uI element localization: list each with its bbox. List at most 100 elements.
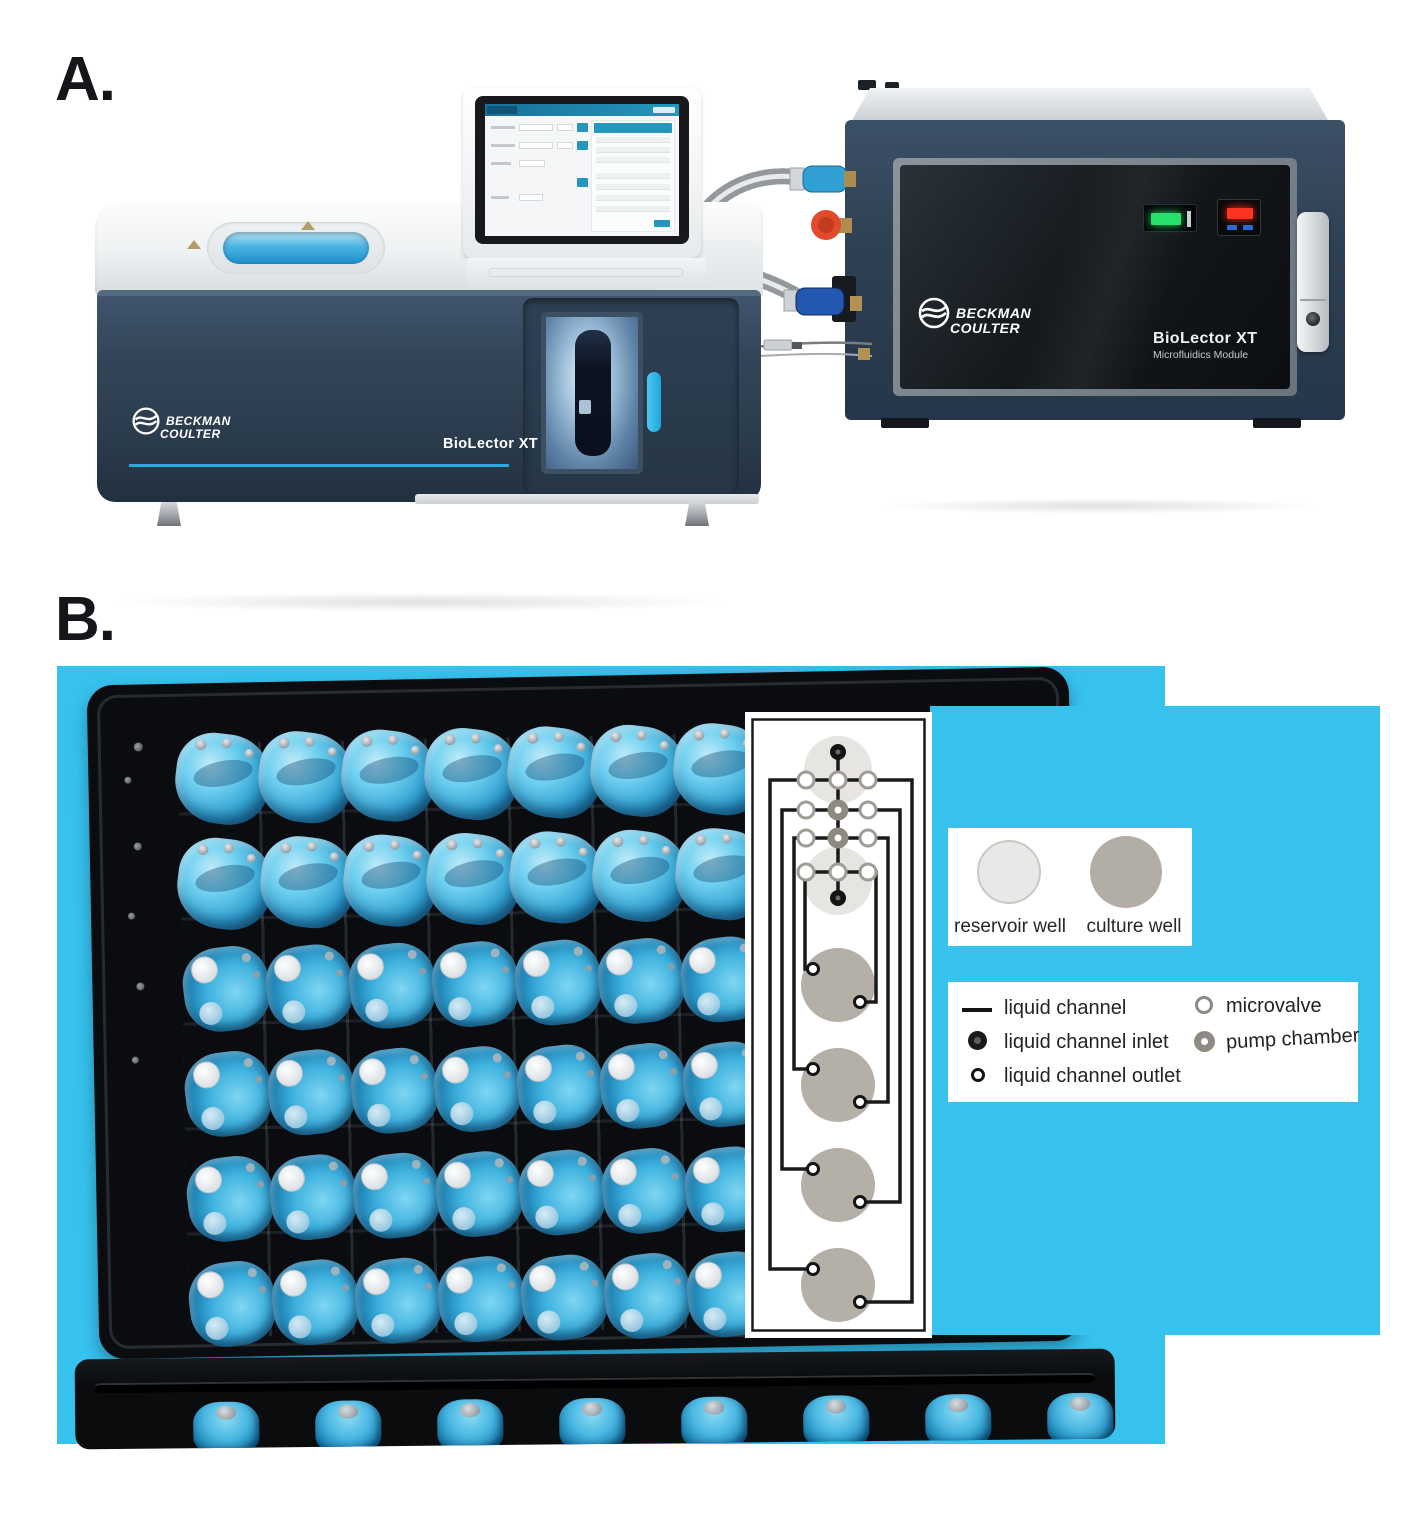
well-cap <box>361 1266 392 1297</box>
liquid-swirl <box>608 852 672 889</box>
screen-field <box>519 124 553 131</box>
well-pin <box>501 965 510 974</box>
liquid-swirl <box>689 745 753 783</box>
green-led-display <box>1143 204 1197 232</box>
screen-header-bar <box>485 104 679 116</box>
well-pin <box>443 733 456 746</box>
well-cap <box>534 1204 560 1230</box>
well-cap <box>272 953 303 984</box>
well-cap <box>617 1202 643 1229</box>
liquid-swirl <box>274 753 338 791</box>
liquid-swirl <box>359 857 423 894</box>
well-cap <box>704 1400 725 1415</box>
well-pin <box>526 732 539 745</box>
module-foot <box>1253 418 1301 428</box>
well-pin <box>671 1172 680 1181</box>
well-pin <box>495 848 506 859</box>
plate-screw <box>124 776 132 784</box>
culture-well-icon <box>1090 836 1162 908</box>
well-pin <box>341 1283 350 1292</box>
front-bevel <box>97 290 761 296</box>
green-led-digits <box>1151 213 1181 225</box>
well-cap <box>691 1155 722 1186</box>
well-pin <box>507 1280 516 1289</box>
well-pin <box>279 841 293 855</box>
culture-well <box>346 1043 443 1138</box>
culture-well <box>344 938 441 1033</box>
well-pin <box>196 843 210 856</box>
lower-plate-well <box>1046 1392 1114 1446</box>
brand-line1: BECKMAN <box>956 305 1032 321</box>
screen-list-banner <box>594 123 672 133</box>
plate-photo: reservoir well culture well liquid chann… <box>57 666 1380 1450</box>
screen-header-chip <box>653 107 675 113</box>
liquid-channel-outlet-label: liquid channel outlet <box>1004 1065 1181 1087</box>
well-pin <box>673 1277 682 1286</box>
screen-list-row <box>596 137 670 143</box>
front-accent-line <box>129 464 509 467</box>
red-led-digits <box>1227 208 1253 219</box>
well-pin <box>413 1264 424 1275</box>
well-pin <box>584 964 593 973</box>
panel-a-label: A. <box>55 45 116 114</box>
well-cap <box>285 1209 311 1235</box>
liquid-swirl <box>440 750 504 787</box>
culture-well <box>427 937 524 1032</box>
well-pin <box>389 839 401 851</box>
culture-well <box>514 1145 611 1240</box>
beckman-swoosh-icon <box>132 407 160 435</box>
screen-field-label <box>491 144 515 147</box>
well-cap <box>200 1105 226 1132</box>
well-cap <box>532 1099 558 1125</box>
module-door-handle <box>1297 212 1329 352</box>
well-cap <box>338 1404 359 1419</box>
well-cap <box>582 1401 603 1417</box>
well-pin <box>590 1279 599 1288</box>
microfluidic-schematic <box>745 712 932 1338</box>
culture-well <box>184 1256 281 1351</box>
lower-plate-well <box>436 1398 504 1450</box>
liquid-swirl <box>193 860 258 897</box>
well-cap <box>687 945 718 976</box>
blue-connector-lower <box>795 287 845 316</box>
screen-button <box>654 220 670 227</box>
well-pin <box>339 1179 348 1187</box>
well-pin <box>470 732 482 744</box>
brand-line1: BECKMAN <box>166 414 231 428</box>
symbol-legend: liquid channel liquid channel inlet liqu… <box>948 982 1360 1102</box>
well-cap <box>612 992 639 1019</box>
well-pin <box>494 1157 505 1168</box>
liquid-swirl <box>606 747 670 784</box>
module-brand-logo: BECKMAN COULTER <box>917 296 1031 335</box>
module-top-connector <box>885 82 899 90</box>
green-led-switch <box>1187 211 1191 227</box>
well-pin <box>328 1161 339 1172</box>
well-cap <box>357 1056 388 1087</box>
schematic-channel-outlets <box>806 962 867 1309</box>
well-pin <box>247 1267 258 1278</box>
module-top-connector <box>858 80 876 90</box>
well-pin <box>496 1262 507 1273</box>
well-cap <box>191 1059 222 1090</box>
well-pin <box>387 734 399 746</box>
module-model-sub: Microfluidics Module <box>1153 349 1249 361</box>
well-pin <box>420 1072 429 1081</box>
well-cap <box>193 1164 224 1195</box>
reservoir-well-label: reservoir well <box>954 916 1066 937</box>
well-pin <box>586 1069 595 1078</box>
well-pin <box>662 1259 673 1270</box>
well-cap <box>287 1313 313 1340</box>
beckman-swoosh-icon <box>918 297 950 329</box>
well-pin <box>658 1049 669 1060</box>
well-pin <box>575 1051 586 1062</box>
well-pin <box>555 836 567 848</box>
well-cap <box>444 1265 475 1296</box>
plate-screw <box>127 912 136 920</box>
well-pin <box>661 845 672 856</box>
lower-plate-well <box>680 1396 748 1450</box>
brass-fitting <box>858 348 870 360</box>
touchscreen <box>485 104 679 236</box>
culture-well <box>180 1046 277 1141</box>
well-pin <box>503 1070 512 1079</box>
well-pin <box>422 1177 431 1186</box>
